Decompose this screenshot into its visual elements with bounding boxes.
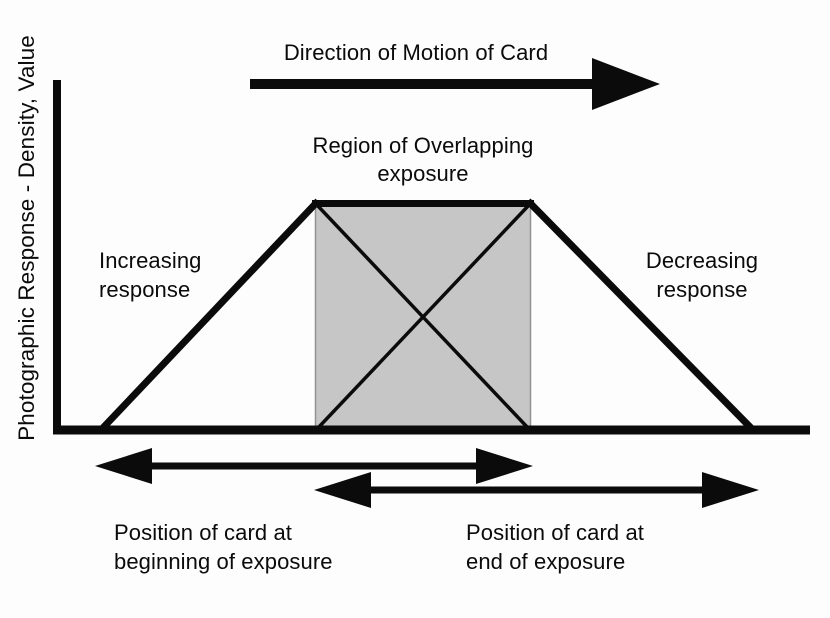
end-arrowhead-right-icon xyxy=(702,472,759,508)
begin-arrowhead-left-icon xyxy=(95,448,152,484)
card-end-position-label: Position of card at end of exposure xyxy=(466,518,644,576)
card-begin-position-line1: Position of card at xyxy=(114,520,292,545)
falling-response-line xyxy=(525,198,758,435)
direction-arrowhead-icon xyxy=(592,58,660,110)
direction-of-motion-label: Direction of Motion of Card xyxy=(283,40,549,65)
end-position-arrow-icon xyxy=(314,472,759,508)
card-end-position-line2: end of exposure xyxy=(466,549,626,574)
increasing-response-line1: Increasing xyxy=(99,248,202,273)
card-begin-position-label: Position of card at beginning of exposur… xyxy=(114,518,333,576)
overlap-region-label-line1: Region of Overlapping xyxy=(312,133,534,158)
increasing-response-label: Increasing response xyxy=(99,246,202,304)
begin-arrowhead-right-icon xyxy=(476,448,533,484)
decreasing-response-label: Decreasing response xyxy=(631,246,773,304)
decreasing-response-line2: response xyxy=(656,277,748,302)
card-begin-position-line2: beginning of exposure xyxy=(114,549,333,574)
begin-position-arrow-icon xyxy=(95,448,533,484)
rising-response-line xyxy=(96,198,321,435)
overlap-region-label: Region of Overlapping exposure xyxy=(272,132,574,188)
overlap-region-label-line2: exposure xyxy=(377,161,469,186)
card-end-position-line1: Position of card at xyxy=(466,520,644,545)
overlap-diagonal-up-icon xyxy=(315,203,531,431)
y-axis-label: Photographic Response - Density, Value xyxy=(14,35,39,441)
end-arrowhead-left-icon xyxy=(314,472,371,508)
direction-arrow-icon xyxy=(250,58,660,110)
increasing-response-line2: response xyxy=(99,277,191,302)
decreasing-response-line1: Decreasing xyxy=(645,248,759,273)
